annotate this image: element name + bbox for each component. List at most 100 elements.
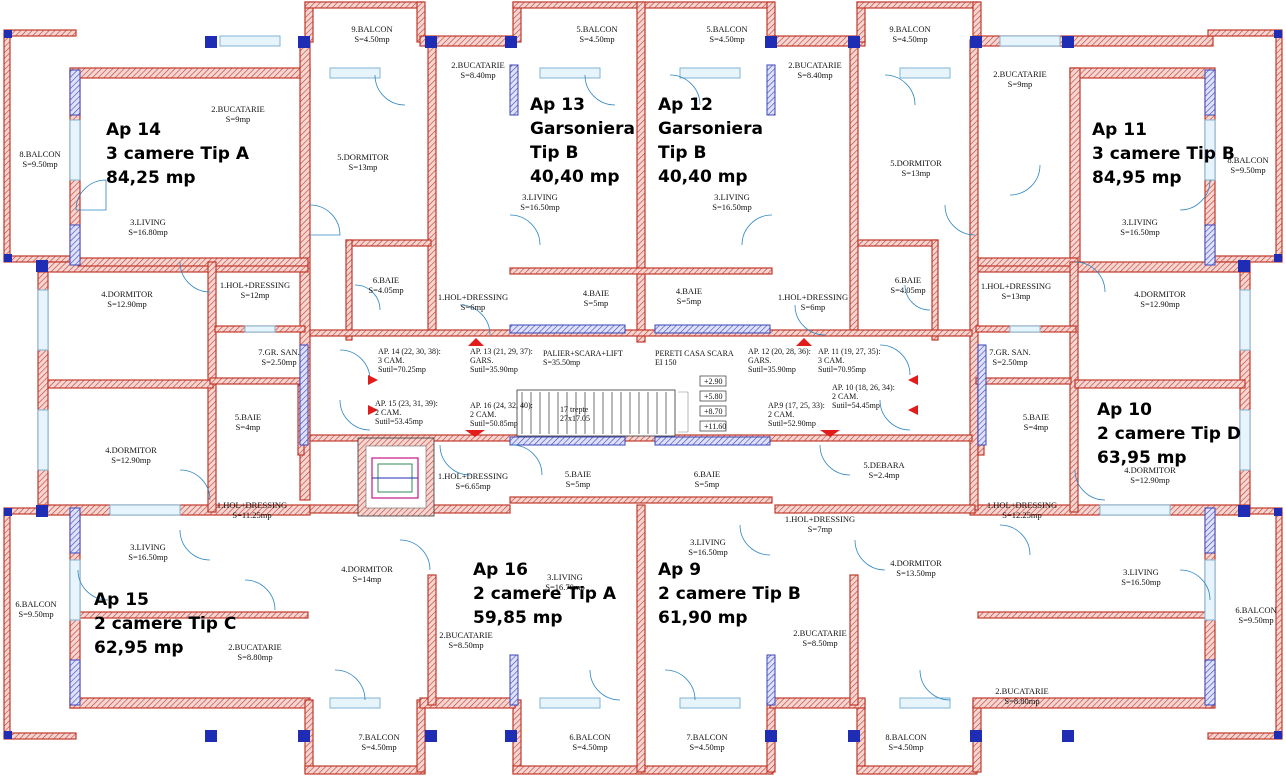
room-area: S=2.4mp	[868, 470, 899, 480]
stairs-label-2: 27x17.05	[560, 414, 590, 423]
level-3: +8.70	[704, 407, 723, 416]
room-area: S=13mp	[349, 162, 378, 172]
ap12-label: Tip B	[658, 143, 706, 163]
note-line: 2 CAM.	[832, 392, 858, 401]
note-line: Sutil=53.45mp	[375, 417, 423, 426]
room-area: S=8.50mp	[802, 638, 837, 648]
note-line: Sutil=50.85mp	[470, 419, 518, 428]
room-area: S=16.80mp	[128, 227, 168, 237]
ap11-label: 3 camere Tip B	[1092, 144, 1235, 164]
note-line: S=35.50mp	[543, 358, 580, 367]
room-area: S=12.90mp	[1130, 475, 1170, 485]
room-name: 5.BAIE	[565, 469, 591, 479]
room-name: 3.LIVING	[1123, 567, 1159, 577]
note-line: Sutil=54.45mp	[832, 401, 880, 410]
ap9-label: 2 camere Tip B	[658, 584, 801, 604]
room-area: S=12.90mp	[111, 455, 151, 465]
room-name: 1.HOL+DRESSING	[220, 280, 290, 290]
room-area: S=12.90mp	[1140, 299, 1180, 309]
room-name: 7.GR. SAN.	[989, 347, 1031, 357]
room-area: S=16.50mp	[1120, 227, 1160, 237]
room-area: S=4mp	[236, 422, 261, 432]
room-area: S=8.50mp	[448, 640, 483, 650]
room-area: S=12.90mp	[107, 299, 147, 309]
room-name: 6.BAIE	[895, 275, 921, 285]
room-name: 5.DORMITOR	[337, 152, 389, 162]
ap15-label: 62,95 mp	[94, 638, 184, 658]
room-name: 3.LIVING	[1122, 217, 1158, 227]
room-name: 4.DORMITOR	[101, 289, 153, 299]
ap16-label: 2 camere Tip A	[473, 584, 617, 604]
room-area: S=9.50mp	[1238, 615, 1273, 625]
room-name: 1.HOL+DRESSING	[217, 500, 287, 510]
room-area: S=16.50mp	[128, 552, 168, 562]
room-area: S=8.80mp	[237, 652, 272, 662]
room-area: S=9mp	[226, 114, 251, 124]
room-name: 2.BUCATARIE	[451, 60, 504, 70]
ap9-label: Ap 9	[658, 560, 701, 580]
room-name: 1.HOL+DRESSING	[438, 292, 508, 302]
room-name: 8.BALCON	[885, 732, 926, 742]
note-line: AP.9 (17, 25, 33):	[768, 401, 825, 410]
room-name: 5.DEBARA	[863, 460, 905, 470]
room-labels: 9.BALCONS=4.50mp5.BALCONS=4.50mp5.BALCON…	[15, 24, 1276, 752]
ap12-label: Garsoniera	[658, 119, 763, 139]
ap12-label: 40,40 mp	[658, 167, 748, 187]
door-swings	[75, 74, 1211, 701]
room-area: S=4.50mp	[361, 742, 396, 752]
room-area: S=4mp	[1024, 422, 1049, 432]
room-area: S=13mp	[1002, 291, 1031, 301]
note-line: 3 CAM.	[818, 356, 844, 365]
note-line: AP. 10 (18, 26, 34):	[832, 383, 895, 392]
note-line: Sutil=35.90mp	[748, 365, 796, 374]
ap13-label: Garsoniera	[530, 119, 635, 139]
room-name: 6.BAIE	[373, 275, 399, 285]
room-name: 8.BALCON	[19, 149, 60, 159]
room-area: S=9.50mp	[18, 609, 53, 619]
room-name: 8.BALCON	[1227, 155, 1268, 165]
room-name: 5.BALCON	[576, 24, 617, 34]
ap16-label: 59,85 mp	[473, 608, 563, 628]
ap14-label: 84,25 mp	[106, 168, 196, 188]
room-area: S=4.50mp	[892, 34, 927, 44]
room-name: 7.BALCON	[686, 732, 727, 742]
room-name: 5.BAIE	[1023, 412, 1049, 422]
room-name: 7.GR. SAN.	[258, 347, 300, 357]
note-line: PALIER+SCARA+LIFT	[543, 349, 623, 358]
note-line: AP. 16 (24, 32, 40):	[470, 401, 533, 410]
room-area: S=2.50mp	[261, 357, 296, 367]
room-name: 2.BUCATARIE	[439, 630, 492, 640]
room-name: 6.BAIE	[694, 469, 720, 479]
room-name: 3.LIVING	[547, 572, 583, 582]
room-name: 9.BALCON	[889, 24, 930, 34]
interior-walls	[47, 39, 1246, 706]
lift	[357, 437, 435, 517]
room-name: 1.HOL+DRESSING	[987, 500, 1057, 510]
room-name: 1.HOL+DRESSING	[981, 281, 1051, 291]
ap9-label: 61,90 mp	[658, 608, 748, 628]
room-area: S=12mp	[241, 290, 270, 300]
room-name: 2.BUCATARIE	[993, 69, 1046, 79]
room-name: 2.BUCATARIE	[228, 642, 281, 652]
room-name: 5.DORMITOR	[890, 158, 942, 168]
room-area: S=16.50mp	[520, 202, 560, 212]
room-name: 2.BUCATARIE	[211, 104, 264, 114]
ap13-label: 40,40 mp	[530, 167, 620, 187]
room-name: 1.HOL+DRESSING	[778, 292, 848, 302]
room-name: 3.LIVING	[714, 192, 750, 202]
room-name: 9.BALCON	[351, 24, 392, 34]
room-name: 3.LIVING	[690, 537, 726, 547]
apartment-notes: AP. 14 (22, 30, 38):3 CAM.Sutil=70.25mpA…	[375, 347, 895, 428]
level-marks: +2.90 +5.80 +8.70 +11.60	[699, 375, 727, 432]
room-area: S=16.50mp	[1121, 577, 1161, 587]
note-line: 2 CAM.	[768, 410, 794, 419]
note-line: Sutil=52.90mp	[768, 419, 816, 428]
shaft-walls	[69, 64, 1216, 706]
room-area: S=5mp	[677, 296, 702, 306]
room-name: 4.DORMITOR	[890, 558, 942, 568]
room-name: 1.HOL+DRESSING	[785, 514, 855, 524]
room-name: 4.BAIE	[583, 288, 609, 298]
level-2: +5.80	[704, 392, 723, 401]
